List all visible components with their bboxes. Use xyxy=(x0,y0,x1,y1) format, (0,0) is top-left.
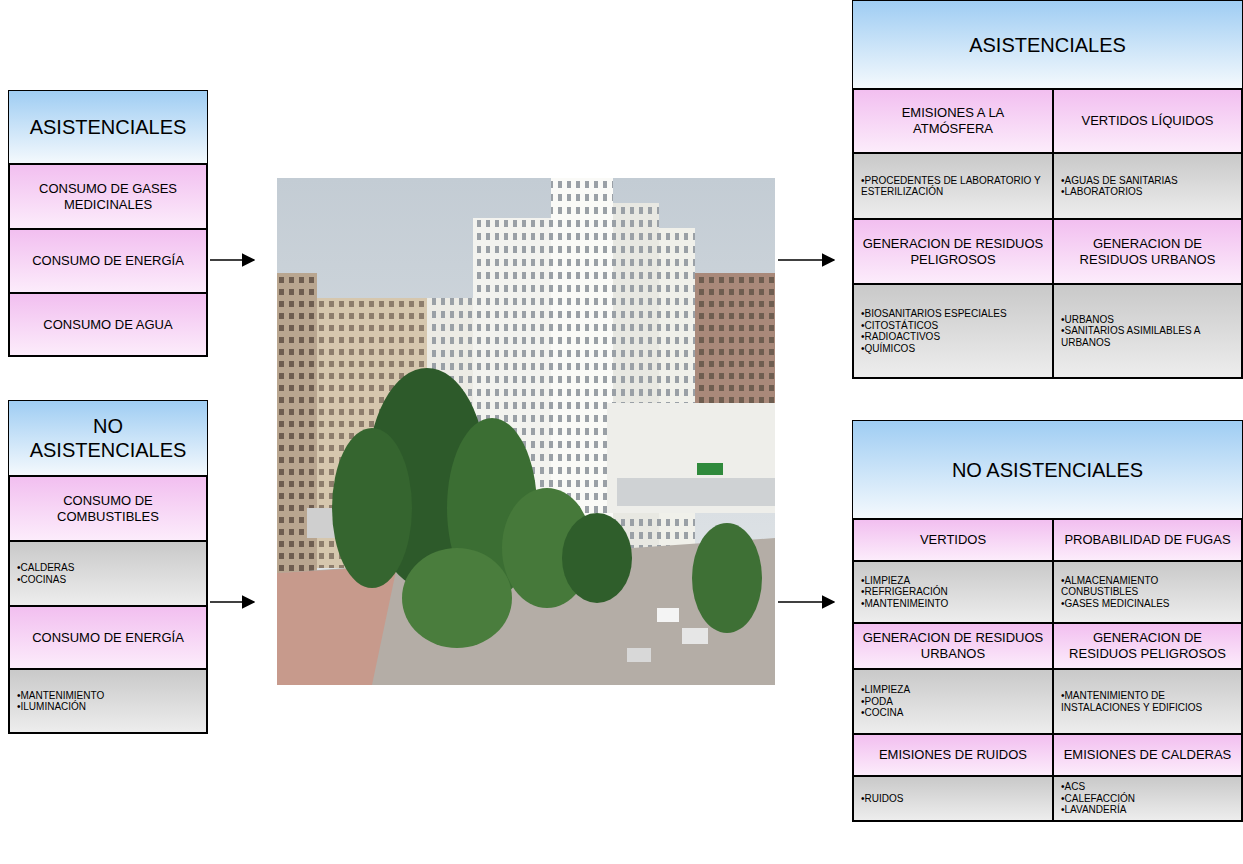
item-text: •URBANOS xyxy=(1061,314,1114,326)
tree xyxy=(402,548,512,648)
item-text: •ILUMINACIÓN xyxy=(17,701,86,713)
group-heading: NO ASISTENCIALES xyxy=(9,401,207,476)
sign xyxy=(697,463,723,475)
item-text: •LIMPIEZA xyxy=(861,575,910,587)
category-box: EMISIONES DE CALDERAS xyxy=(1053,734,1242,776)
category-text: GENERACION DE RESIDUOS URBANOS xyxy=(861,630,1045,661)
item-box: •ACS•CALEFACCIÓN•LAVANDERÍA xyxy=(1053,776,1242,821)
item-text: •QUÍMICOS xyxy=(861,343,915,355)
item-text: •AGUAS DE SANITARIAS xyxy=(1061,175,1178,187)
car xyxy=(627,648,651,662)
flow-arrow xyxy=(210,259,254,261)
group-box: NO ASISTENCIALES VERTIDOS PROBABILIDAD DE … xyxy=(852,420,1243,822)
item-text: •PROCEDENTES DE LABORATORIO Y ESTERILIZA… xyxy=(861,175,1045,198)
tree xyxy=(562,513,632,603)
group-heading: ASISTENCIALES xyxy=(853,1,1242,89)
item-text: •RUIDOS xyxy=(861,793,903,805)
group-box: ASISTENCIALES EMISIONES A LA ATMÓSFERA VER… xyxy=(852,0,1243,379)
item-box: •PROCEDENTES DE LABORATORIO Y ESTERILIZA… xyxy=(853,153,1053,219)
item-box: •MANTENIMIENTO DE INSTALACIONES Y EDIFIC… xyxy=(1053,669,1242,734)
item-box: •LIMPIEZA•PODA•COCINA xyxy=(853,669,1053,734)
flow-arrow xyxy=(778,259,834,261)
item-text: •MANTENIMIENTO xyxy=(17,690,104,702)
car xyxy=(682,628,708,644)
item-text: •ALMACENAMIENTO CONBUSTIBLES xyxy=(1061,575,1234,598)
category-box: GENERACION DE RESIDUOS PELIGROSOS xyxy=(853,219,1053,284)
item-text: •MANTENIMEINTO xyxy=(861,598,948,610)
category-text: CONSUMO DE AGUA xyxy=(43,317,172,333)
item-box: •ALMACENAMIENTO CONBUSTIBLES•GASES MEDIC… xyxy=(1053,561,1242,623)
item-box: •RUIDOS xyxy=(853,776,1053,821)
flow-arrow xyxy=(210,601,254,603)
item-box: •URBANOS•SANITARIOS ASIMILABLES A URBANO… xyxy=(1053,284,1242,378)
category-text: EMISIONES DE CALDERAS xyxy=(1064,747,1232,763)
item-text: •COCINA xyxy=(861,707,903,719)
category-box: VERTIDOS xyxy=(853,519,1053,561)
hospital-photo xyxy=(277,178,775,685)
category-text: CONSUMO DE GASES MEDICINALES xyxy=(17,181,199,212)
category-box: CONSUMO DE ENERGÍA xyxy=(9,229,207,293)
group-box: ASISTENCIALES CONSUMO DE GASES MEDICINALE… xyxy=(8,90,208,357)
group-box: NO ASISTENCIALES CONSUMO DE COMBUSTIBLES •… xyxy=(8,400,208,734)
item-box: •MANTENIMIENTO•ILUMINACIÓN xyxy=(9,669,207,733)
item-text: •BIOSANITARIOS ESPECIALES xyxy=(861,308,1007,320)
item-text: •LABORATORIOS xyxy=(1061,186,1142,198)
category-text: GENERACION DE RESIDUOS URBANOS xyxy=(1061,236,1234,267)
tree xyxy=(692,523,762,633)
item-text: •RADIOACTIVOS xyxy=(861,331,940,343)
category-box: EMISIONES A LA ATMÓSFERA xyxy=(853,89,1053,153)
category-text: EMISIONES DE RUIDOS xyxy=(879,747,1027,763)
item-text: •COCINAS xyxy=(17,574,66,586)
item-text: •SANITARIOS ASIMILABLES A URBANOS xyxy=(1061,325,1234,348)
category-text: CONSUMO DE ENERGÍA xyxy=(32,630,184,646)
item-box: •BIOSANITARIOS ESPECIALES•CITOSTÁTICOS•R… xyxy=(853,284,1053,378)
category-text: CONSUMO DE COMBUSTIBLES xyxy=(17,493,199,524)
item-text: •CITOSTÁTICOS xyxy=(861,320,938,332)
item-text: •MANTENIMIENTO DE INSTALACIONES Y EDIFIC… xyxy=(1061,690,1234,713)
category-text: VERTIDOS xyxy=(920,532,986,548)
item-text: •PODA xyxy=(861,696,893,708)
category-box: GENERACION DE RESIDUOS URBANOS xyxy=(1053,219,1242,284)
category-text: PROBABILIDAD DE FUGAS xyxy=(1064,532,1230,548)
category-text: EMISIONES A LA ATMÓSFERA xyxy=(861,105,1045,136)
category-box: CONSUMO DE COMBUSTIBLES xyxy=(9,476,207,541)
category-box: PROBABILIDAD DE FUGAS xyxy=(1053,519,1242,561)
tree xyxy=(332,428,412,588)
item-box: •AGUAS DE SANITARIAS•LABORATORIOS xyxy=(1053,153,1242,219)
item-box: •LIMPIEZA•REFRIGERACIÓN•MANTENIMEINTO xyxy=(853,561,1053,623)
item-box: •CALDERAS•COCINAS xyxy=(9,541,207,606)
car xyxy=(657,608,679,622)
category-box: CONSUMO DE AGUA xyxy=(9,293,207,356)
canopy xyxy=(617,478,775,506)
group-heading: NO ASISTENCIALES xyxy=(853,421,1242,519)
category-text: GENERACION DE RESIDUOS PELIGROSOS xyxy=(1061,630,1234,661)
category-box: GENERACION DE RESIDUOS PELIGROSOS xyxy=(1053,623,1242,669)
item-text: •LIMPIEZA xyxy=(861,684,910,696)
category-box: CONSUMO DE ENERGÍA xyxy=(9,606,207,669)
category-box: EMISIONES DE RUIDOS xyxy=(853,734,1053,776)
low-building xyxy=(607,403,775,513)
item-text: •CALEFACCIÓN xyxy=(1061,793,1135,805)
category-box: VERTIDOS LÍQUIDOS xyxy=(1053,89,1242,153)
category-text: GENERACION DE RESIDUOS PELIGROSOS xyxy=(861,236,1045,267)
item-text: •GASES MEDICINALES xyxy=(1061,598,1170,610)
item-text: •ACS xyxy=(1061,781,1085,793)
item-text: •LAVANDERÍA xyxy=(1061,804,1126,816)
item-text: •REFRIGERACIÓN xyxy=(861,586,948,598)
group-heading: ASISTENCIALES xyxy=(9,91,207,164)
flow-arrow xyxy=(778,601,834,603)
sky xyxy=(277,178,775,685)
category-text: VERTIDOS LÍQUIDOS xyxy=(1082,113,1214,129)
item-text: •CALDERAS xyxy=(17,562,74,574)
category-text: CONSUMO DE ENERGÍA xyxy=(32,253,184,269)
category-box: GENERACION DE RESIDUOS URBANOS xyxy=(853,623,1053,669)
category-box: CONSUMO DE GASES MEDICINALES xyxy=(9,164,207,229)
